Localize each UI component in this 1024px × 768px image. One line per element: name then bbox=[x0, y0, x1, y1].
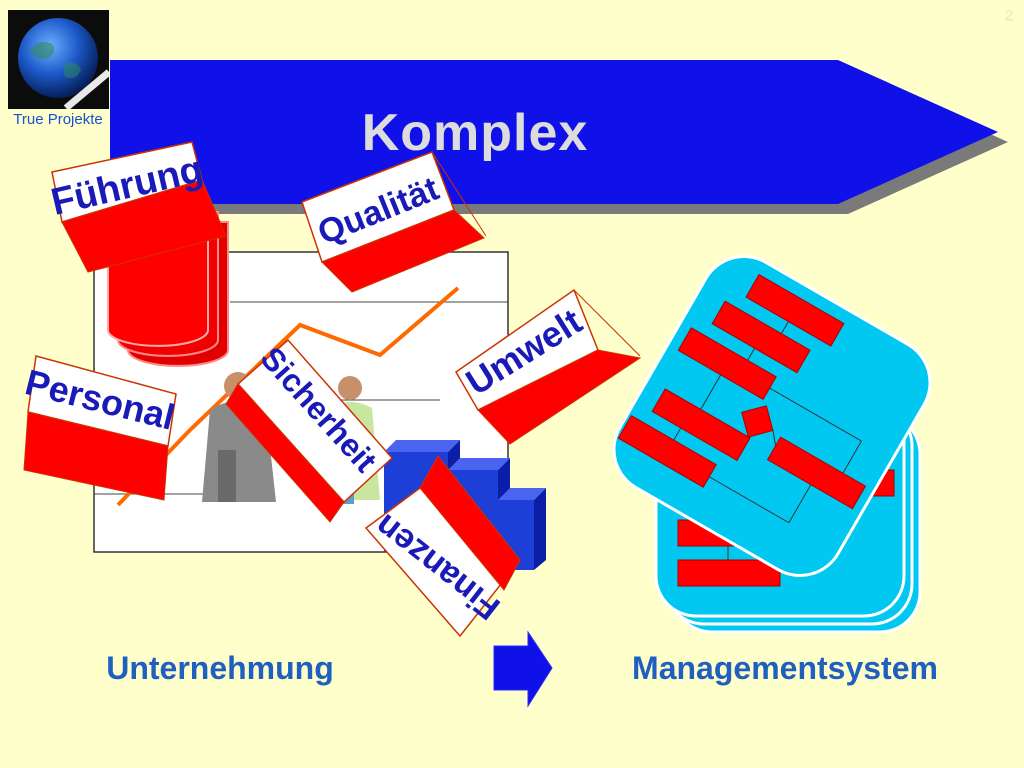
right-arrow-icon bbox=[493, 630, 553, 708]
logo-caption: True Projekte bbox=[13, 111, 103, 128]
logo-globe bbox=[8, 10, 109, 109]
page-title: Komplex bbox=[361, 104, 589, 162]
label-managementsystem: Managementsystem bbox=[632, 650, 938, 686]
page-number: 2 bbox=[1004, 6, 1014, 25]
management-system-graphic bbox=[612, 255, 932, 634]
globe-icon bbox=[8, 10, 109, 109]
label-unternehmung: Unternehmung bbox=[106, 650, 334, 686]
